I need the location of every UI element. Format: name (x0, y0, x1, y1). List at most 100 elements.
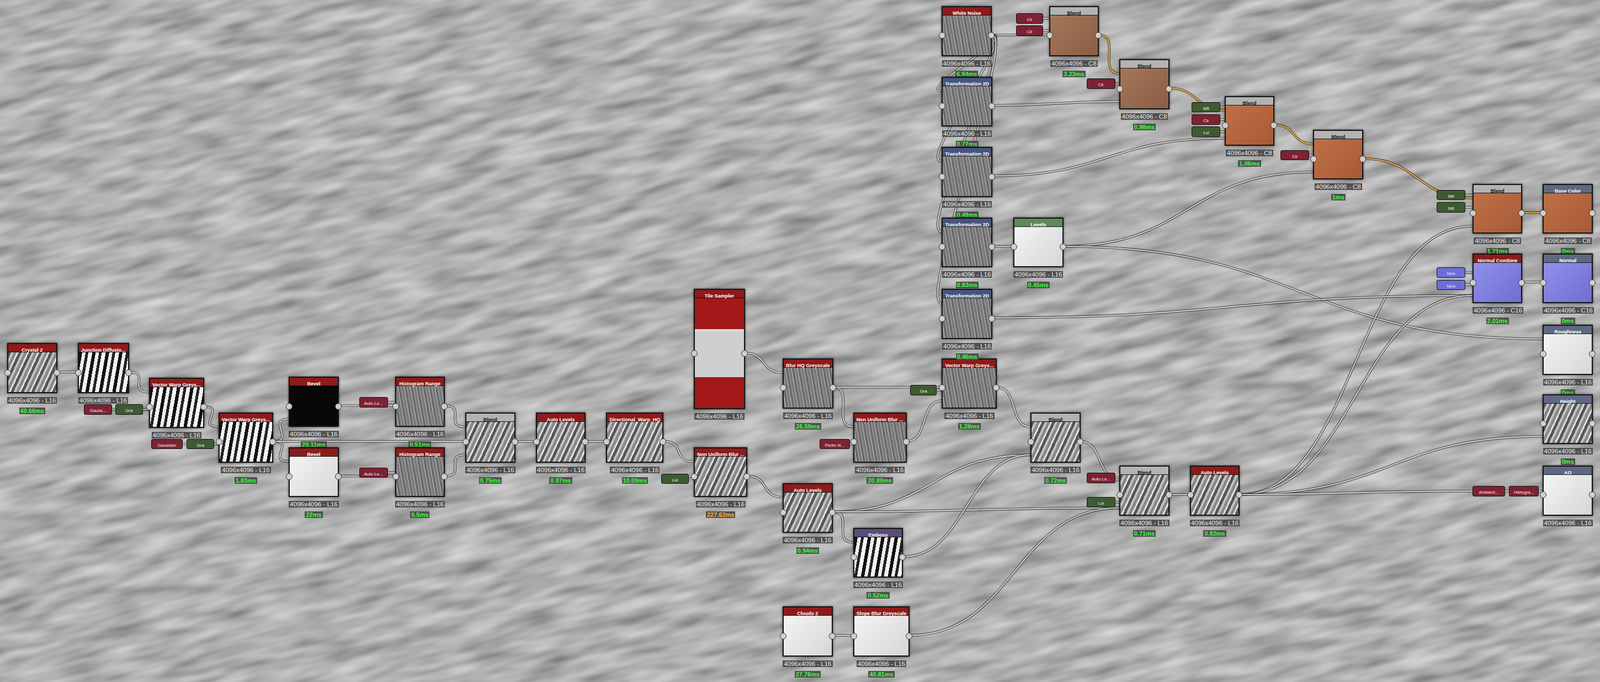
cook-time: 0.98ms (1133, 123, 1156, 131)
node-title: Transformation 2D (943, 150, 991, 158)
node-title: Non Uniform Blur ... (695, 450, 746, 459)
pill-text: Mlt (1448, 205, 1455, 211)
resolution-text: 4096x4096 - L16 (395, 500, 445, 508)
node-title: Blend (1135, 468, 1153, 477)
wire-shadow (992, 295, 1473, 318)
node-info-row: 4096x4096 - L16 (1542, 517, 1593, 528)
wire-shadow (129, 371, 150, 393)
node-frame: Blend (465, 412, 516, 463)
wire (1098, 34, 1120, 74)
output-port (53, 369, 61, 376)
node-header: Blend (1050, 7, 1099, 16)
node-title: Blur HQ Greyscale (784, 361, 832, 370)
cook-time: 227.62ms (705, 511, 736, 518)
node-frame: Directional_Warp_HQ (606, 412, 664, 463)
graph-node: Blend4096x4096 - C81.71ms (1472, 183, 1523, 257)
wire (387, 401, 396, 403)
node-frame: Base Color (1542, 183, 1593, 235)
parameter-pill: Nrm (1436, 267, 1466, 278)
node-thumbnail (8, 352, 57, 392)
graph-node: Clouds 24096x4096 - L1627.76ms (782, 606, 833, 679)
pill-text: Nrm (1447, 270, 1456, 276)
node-info-row: 4096x4096 - L16 (535, 464, 587, 475)
cook-time: 40.81ms (868, 670, 895, 678)
resolution-text: 4096x4096 - C8 (1544, 237, 1592, 244)
node-frame: Transformation 2D (941, 288, 993, 339)
resolution-text: 4096x4096 - L16 (942, 342, 992, 350)
cook-time: 1.06ms (1237, 160, 1261, 167)
node-header: Blend (1314, 130, 1363, 140)
wire (1274, 124, 1314, 145)
input-port (533, 438, 540, 445)
output-port (1588, 420, 1596, 427)
resolution-text: 4096x4096 - L16 (1189, 519, 1240, 526)
graph-node: Auto Levels4096x4096 - L160.97ms (535, 412, 587, 485)
node-header: Normal (1543, 254, 1592, 263)
pill-text: Lvl (1203, 130, 1209, 136)
node-info-row: 0.46ms (941, 351, 993, 361)
node-info-row: 4096x4096 - L16 (7, 394, 58, 405)
cook-time: 0.52ms (866, 591, 890, 599)
cook-time: 0.92ms (1203, 529, 1226, 537)
graph-node: Normal Combine4096x4096 - C162.01ms (1472, 253, 1523, 326)
node-title: Clouds 2 (795, 609, 820, 618)
node-frame: Junction Diffusio... (77, 342, 130, 393)
output-port (581, 438, 589, 445)
node-thumbnail (396, 456, 445, 497)
node-frame: Auto Levels (782, 482, 833, 534)
node-frame: Vector Warp Greys... (218, 412, 274, 463)
resolution-text: 4096x4096 - L16 (944, 412, 994, 419)
node-frame: Clouds 2 (782, 606, 833, 657)
node-title: Vector Warp Greys... (150, 380, 203, 389)
node-thumbnail (942, 156, 992, 196)
cook-time: 0.94ms (796, 546, 820, 554)
resolution-text: 4096x4096 - C16 (1542, 306, 1594, 314)
graph-node: Bevel4096x4096 - L1620.11ms (288, 376, 339, 449)
resolution-text: 4096x4096 - L16 (1119, 519, 1169, 526)
parameter-pill: Lvl (1086, 496, 1116, 507)
resolution-text: 4096x4096 - L16 (856, 660, 907, 667)
node-info-row: 4096x4096 - L16 (465, 464, 516, 475)
pill-text: Histogra... (1513, 489, 1534, 495)
cook-time: 10.09ms (622, 476, 648, 484)
wire-shadow (745, 352, 783, 373)
graph-node: Slope Blur Greyscale4096x4096 - L1640.81… (853, 606, 911, 679)
wire (992, 137, 1225, 176)
output-port (200, 403, 207, 411)
node-info-row: 4096x4096 - L16 (941, 410, 997, 421)
node-title: Auto Levels (544, 415, 577, 424)
parameter-pill: Mlt (1436, 202, 1466, 212)
node-info-row: 0.75ms (465, 474, 516, 485)
graph-node: Junction Diffusio...4096x4096 - L16 (77, 342, 130, 405)
node-thumbnail (854, 537, 903, 577)
wire (273, 440, 289, 462)
graph-node: Vector Warp Greys...4096x4096 - L16 (149, 377, 205, 440)
output-port (988, 102, 996, 110)
node-info-row: 4096x4096 - L16 (941, 128, 993, 138)
resolution-text: 4096x4096 - C8 (1225, 149, 1274, 157)
node-thumbnail (942, 367, 996, 408)
wire (1239, 295, 1473, 494)
graph-node: Histogram Range4096x4096 - L160.5ms (395, 447, 446, 520)
graph-node: Blend4096x4096 - C81ms (1313, 129, 1364, 203)
parameter-pill: Gaussian (151, 438, 183, 449)
node-header: Crystal 2 (8, 343, 57, 353)
node-info-row: 4096x4096 - L16 (1189, 517, 1241, 528)
resolution-text: 4096x4096 - C8 (1473, 237, 1522, 244)
node-title: Blend (1046, 415, 1065, 424)
output-port (269, 438, 276, 445)
input-port (1116, 85, 1124, 93)
resolution-text: 4096x4096 - L16 (694, 412, 744, 420)
wire (273, 418, 289, 441)
graph-node: AO4096x4096 - L16 (1542, 465, 1593, 528)
pill-text: Clr (1098, 82, 1104, 88)
node-thumbnail (694, 456, 747, 497)
node-info-row: 4096x4096 - C8 (1049, 57, 1100, 68)
pill-text: Lvl (672, 477, 678, 483)
output-port (1094, 32, 1102, 39)
cook-time: 1ms (1331, 193, 1346, 201)
node-info-row: 4096x4096 - L16 (853, 578, 904, 589)
resolution-text: 4096x4096 - L16 (1543, 378, 1593, 386)
